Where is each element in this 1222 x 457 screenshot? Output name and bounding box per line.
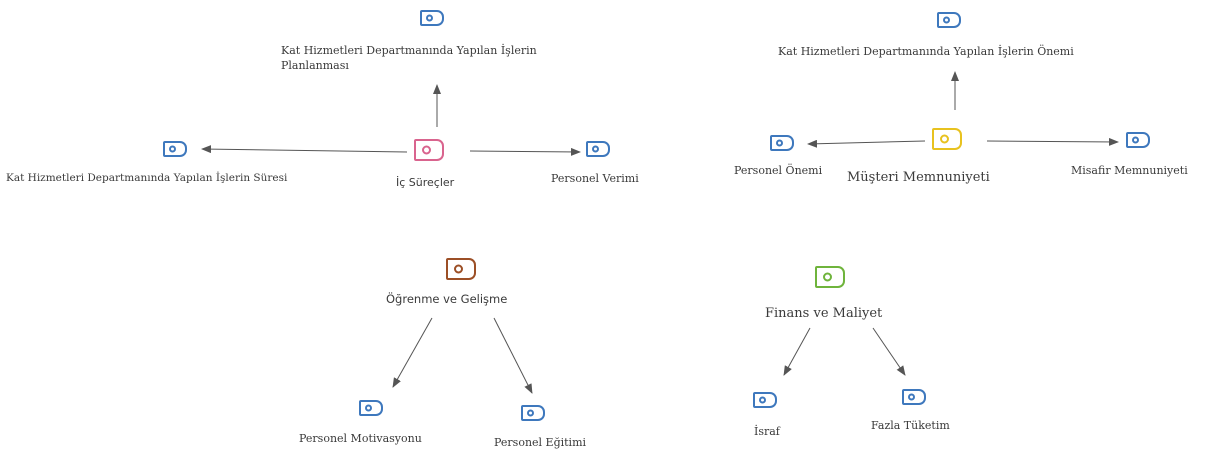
node-label: Finans ve Maliyet bbox=[765, 306, 883, 321]
edge-musteri-to-right bbox=[986, 137, 1119, 146]
edge-finans-to-left bbox=[783, 327, 811, 376]
node-label: Personel Eğitimi bbox=[494, 436, 587, 449]
tag-icon bbox=[932, 128, 962, 150]
tag-icon bbox=[446, 258, 476, 280]
tag-icon bbox=[753, 392, 777, 408]
tag-icon bbox=[815, 266, 845, 288]
node-label: Fazla Tüketim bbox=[871, 419, 950, 432]
tag-icon bbox=[770, 135, 794, 151]
node-label: Misafir Memnuniyeti bbox=[1071, 164, 1188, 177]
edge-finans-to-right bbox=[872, 327, 906, 376]
node-label: Kat Hizmetleri Departmanında Yapılan İşl… bbox=[6, 172, 288, 184]
node-label: İç Süreçler bbox=[396, 176, 455, 189]
node-label: Müşteri Memnuniyeti bbox=[847, 170, 990, 185]
tag-icon bbox=[521, 405, 545, 421]
node-label: Personel Verimi bbox=[551, 172, 639, 185]
tag-icon bbox=[902, 389, 926, 405]
edge-ogrenme-to-right bbox=[493, 317, 533, 394]
node-label: Kat Hizmetleri Departmanında Yapılan İşl… bbox=[778, 45, 1074, 58]
tag-icon bbox=[420, 10, 444, 26]
node-label: Öğrenme ve Gelişme bbox=[386, 292, 508, 306]
edge-musteri-to-left bbox=[807, 139, 926, 148]
node-label: Personel Önemi bbox=[734, 164, 823, 177]
tag-icon bbox=[1126, 132, 1150, 148]
edge-ogrenme-to-left bbox=[392, 317, 433, 388]
tag-icon bbox=[359, 400, 383, 416]
node-label: Kat Hizmetleri Departmanında Yapılan İşl… bbox=[281, 44, 537, 72]
tag-icon bbox=[163, 141, 187, 157]
edge-ic-to-left bbox=[201, 145, 408, 154]
tag-icon bbox=[586, 141, 610, 157]
edge-ic-to-right bbox=[469, 147, 581, 156]
node-label: Personel Motivasyonu bbox=[299, 432, 422, 445]
tag-icon bbox=[937, 12, 961, 28]
node-label: İsraf bbox=[754, 425, 780, 438]
tag-icon bbox=[414, 139, 444, 161]
